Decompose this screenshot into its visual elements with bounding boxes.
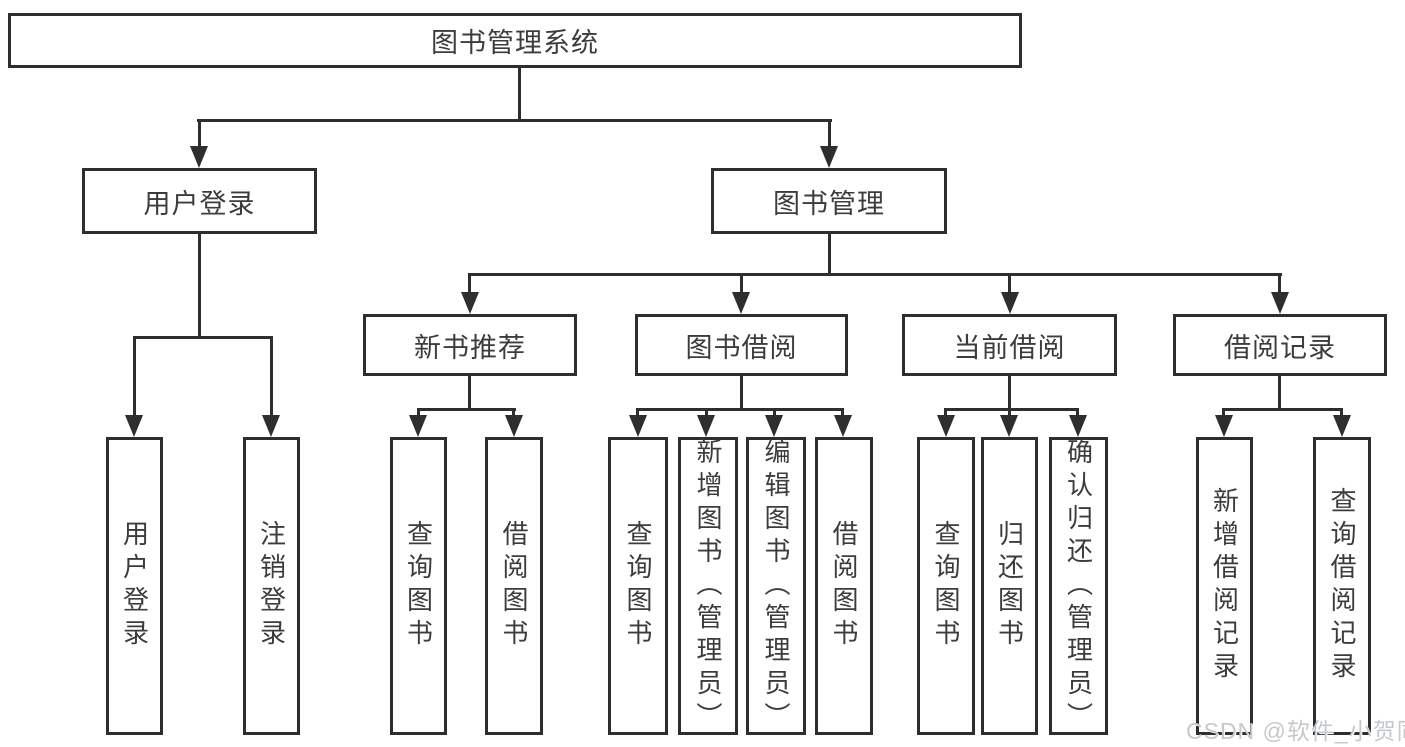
leaf-query-borrow-record-label: 查询借阅记录 <box>1327 487 1357 685</box>
leaf-borrow-query-books-label: 查询图书 <box>623 520 653 652</box>
node-current-borrow-label: 当前借阅 <box>953 332 1066 363</box>
leaf-recommend-borrow-books: 借阅图书 <box>485 437 543 735</box>
node-library-system-label: 图书管理系统 <box>431 28 599 58</box>
csdn-watermark: CSDN @软件_小贺同学 <box>1186 718 1405 744</box>
leaf-add-borrow-record: 新增借阅记录 <box>1196 437 1253 735</box>
arrow-down-icon <box>697 415 715 437</box>
connector-vline <box>198 234 201 336</box>
connector-hline <box>1222 408 1343 411</box>
leaf-query-borrow-record: 查询借阅记录 <box>1313 437 1371 735</box>
leaf-return-books-label: 归还图书 <box>994 520 1025 652</box>
node-borrow-records: 借阅记录 <box>1173 314 1387 376</box>
leaf-user-login: 用户登录 <box>106 437 163 735</box>
arrow-down-icon <box>834 415 852 437</box>
leaf-confirm-return-admin-label: 确认归还（管理员） <box>1063 437 1094 735</box>
arrow-down-icon <box>125 415 143 437</box>
leaf-recommend-query-books: 查询图书 <box>390 437 447 735</box>
node-new-book-recommend: 新书推荐 <box>363 314 577 376</box>
connector-vline <box>1278 273 1281 294</box>
leaf-logout-label: 注销登录 <box>256 520 287 652</box>
node-book-management-label: 图书管理 <box>773 188 885 219</box>
connector-vline <box>1008 273 1011 294</box>
leaf-edit-books-admin: 编辑图书（管理员） <box>746 437 806 735</box>
arrow-down-icon <box>409 415 427 437</box>
connector-vline <box>417 408 420 417</box>
connector-hline <box>468 273 1282 276</box>
connector-hline <box>197 119 832 122</box>
leaf-user-login-label: 用户登录 <box>119 520 150 652</box>
leaf-recommend-query-books-label: 查询图书 <box>403 520 434 652</box>
node-new-book-recommend-label: 新书推荐 <box>414 332 526 363</box>
leaf-add-books-admin-label: 新增图书（管理员） <box>693 437 723 735</box>
connector-hline <box>417 408 516 411</box>
leaf-logout: 注销登录 <box>243 437 300 735</box>
connector-vline <box>270 336 273 416</box>
leaf-current-query-books-label: 查询图书 <box>931 520 961 652</box>
connector-vline <box>841 408 844 417</box>
connector-vline <box>133 336 136 416</box>
arrow-down-icon <box>190 146 208 168</box>
connector-vline <box>1340 408 1343 417</box>
connector-vline <box>1008 376 1011 410</box>
leaf-borrow-books: 借阅图书 <box>815 437 873 735</box>
connector-vline <box>828 234 831 275</box>
arrow-down-icon <box>732 292 750 314</box>
connector-vline <box>468 273 471 294</box>
node-current-borrow: 当前借阅 <box>902 314 1117 376</box>
connector-hline <box>636 408 844 411</box>
connector-vline <box>944 408 947 417</box>
connector-vline <box>1008 408 1011 417</box>
connector-vline <box>1076 408 1079 417</box>
node-library-system: 图书管理系统 <box>8 13 1022 68</box>
leaf-borrow-books-label: 借阅图书 <box>829 520 859 652</box>
connector-vline <box>518 68 521 120</box>
node-book-borrow-label: 图书借阅 <box>685 332 798 363</box>
connector-vline <box>828 119 831 147</box>
leaf-current-query-books: 查询图书 <box>917 437 975 735</box>
arrow-down-icon <box>1333 415 1351 437</box>
arrow-down-icon <box>505 415 523 437</box>
node-book-management: 图书管理 <box>711 168 947 234</box>
arrow-down-icon <box>765 415 783 437</box>
node-user-login-label: 用户登录 <box>143 188 256 219</box>
arrow-down-icon <box>1271 292 1289 314</box>
arrow-down-icon <box>262 415 280 437</box>
leaf-add-borrow-record-label: 新增借阅记录 <box>1209 487 1240 685</box>
connector-vline <box>636 408 639 417</box>
connector-vline <box>740 273 743 294</box>
arrow-down-icon <box>1001 292 1019 314</box>
connector-vline <box>773 408 776 417</box>
arrow-down-icon <box>1215 415 1233 437</box>
node-book-borrow: 图书借阅 <box>635 314 848 376</box>
connector-vline <box>512 408 515 417</box>
leaf-recommend-borrow-books-label: 借阅图书 <box>499 520 529 652</box>
arrow-down-icon <box>1000 415 1018 437</box>
leaf-edit-books-admin-label: 编辑图书（管理员） <box>761 437 791 735</box>
arrow-down-icon <box>461 292 479 314</box>
leaf-return-books: 归还图书 <box>981 437 1038 735</box>
node-user-login: 用户登录 <box>82 168 317 234</box>
arrow-down-icon <box>629 415 647 437</box>
node-borrow-records-label: 借阅记录 <box>1224 332 1336 363</box>
arrow-down-icon <box>820 146 838 168</box>
arrow-down-icon <box>1069 415 1087 437</box>
connector-hline <box>944 408 1079 411</box>
connector-vline <box>1222 408 1225 417</box>
connector-vline <box>198 119 201 147</box>
arrow-down-icon <box>937 415 955 437</box>
connector-vline <box>468 376 471 410</box>
connector-hline <box>133 336 273 339</box>
connector-vline <box>705 408 708 417</box>
leaf-add-books-admin: 新增图书（管理员） <box>678 437 738 735</box>
connector-vline <box>1278 376 1281 410</box>
leaf-borrow-query-books: 查询图书 <box>608 437 668 735</box>
leaf-confirm-return-admin: 确认归还（管理员） <box>1049 437 1108 735</box>
connector-vline <box>740 376 743 410</box>
